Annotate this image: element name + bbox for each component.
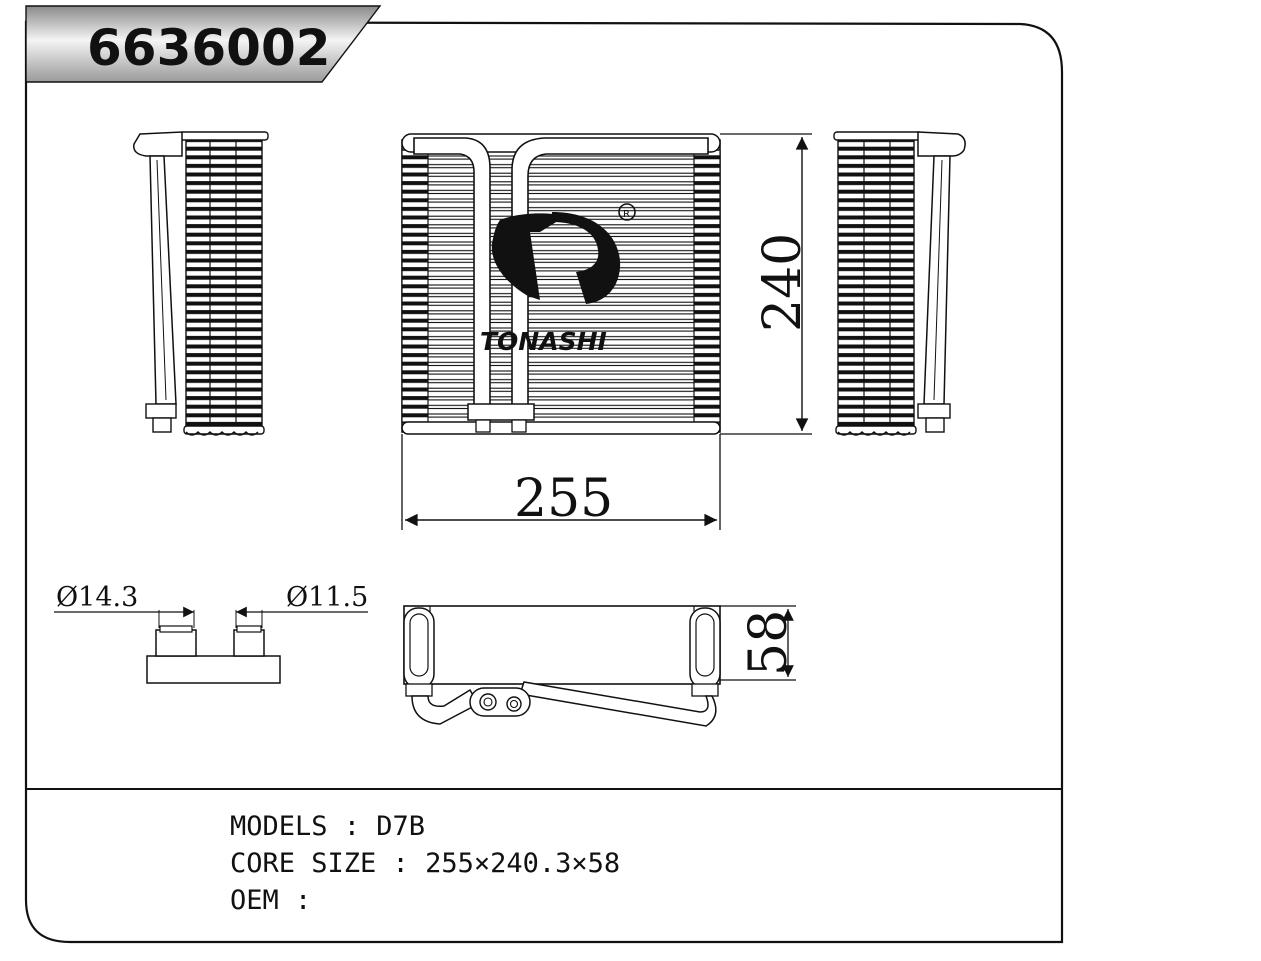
core-size-line: CORE SIZE : 255×240.3×58	[230, 848, 621, 879]
depth-dimension: 58	[720, 605, 799, 681]
left-side-view	[133, 131, 269, 436]
width-label: 255	[514, 469, 613, 529]
top-view	[403, 605, 721, 727]
width-dimension: 255	[401, 434, 721, 530]
height-dimension: 240	[720, 133, 813, 435]
part-number-tab: 6636002	[25, 5, 382, 83]
height-label: 240	[753, 233, 813, 332]
svg-text:R: R	[623, 209, 630, 220]
tonashi-logo: R TONASHI	[480, 203, 636, 356]
fitting-detail: Ø14.3 Ø11.5	[54, 582, 368, 684]
oem-line: OEM :	[230, 885, 312, 916]
front-view	[401, 133, 721, 435]
part-number: 6636002	[87, 19, 331, 77]
right-side-view	[833, 131, 966, 436]
depth-label: 58	[739, 610, 799, 676]
tonashi-logo-text: TONASHI	[480, 327, 607, 356]
models-line: MODELS : D7B	[230, 811, 426, 842]
drawing-frame	[24, 20, 1064, 944]
outlet-diameter-label: Ø11.5	[286, 582, 368, 613]
inlet-diameter-label: Ø14.3	[56, 582, 138, 613]
